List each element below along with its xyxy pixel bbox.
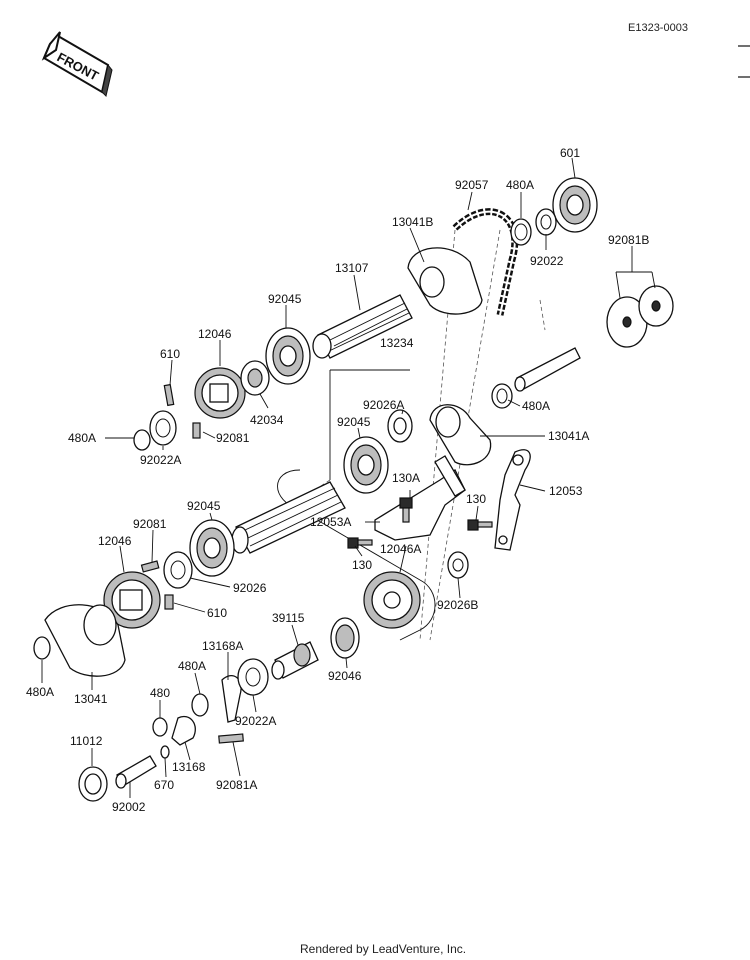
leader-lines [41, 157, 656, 798]
circlip-480a-right [491, 383, 513, 409]
part-label-92045-c: 92045 [187, 499, 221, 513]
part-label-11012: 11012 [70, 734, 103, 748]
part-label-12053a: 12053A [310, 515, 351, 529]
circlip-480a-bottom [33, 636, 51, 660]
part-label-92081b: 92081B [608, 233, 649, 247]
hub-42034 [240, 360, 270, 396]
circlip-480a-left [133, 429, 151, 451]
document-id: E1323-0003 [628, 22, 688, 34]
bearing-601 [552, 177, 598, 233]
gear-12046-lower [103, 571, 161, 629]
part-label-92026b: 92026B [437, 598, 478, 612]
part-label-92045-b: 92045 [337, 415, 371, 429]
spacer-92026a [387, 409, 413, 443]
footer-credit: Rendered by LeadVenture, Inc. [300, 942, 466, 956]
part-label-480a-left: 480A [68, 431, 96, 445]
front-arrow-icon: FRONT [41, 31, 113, 97]
circlip-480a-top [510, 218, 532, 246]
circlip-480 [152, 717, 168, 737]
needle-bearing-92046 [330, 617, 360, 659]
bolt-130-mid [347, 537, 373, 549]
part-label-12053: 12053 [549, 484, 583, 498]
part-label-92046: 92046 [328, 669, 362, 683]
part-label-130a: 130A [392, 471, 420, 485]
bolt-130a [399, 497, 413, 523]
part-label-12046-b: 12046 [98, 534, 132, 548]
sprocket-12046a [363, 571, 421, 629]
part-label-92081-b: 92081 [133, 517, 167, 531]
o-ring-670 [160, 745, 170, 759]
part-label-92022a-a: 92022A [140, 453, 181, 467]
part-label-39115: 39115 [272, 611, 305, 625]
part-label-92022: 92022 [530, 254, 564, 268]
part-label-13041a: 13041A [548, 429, 589, 443]
spacer-92026 [163, 551, 193, 589]
part-label-130-right: 130 [466, 492, 486, 506]
lever-12053 [494, 449, 531, 551]
spring-92081-lower [140, 560, 160, 573]
spring-92081-upper [192, 422, 201, 439]
part-label-13107: 13107 [335, 261, 369, 275]
washer-92022a-lower [237, 658, 269, 696]
washers-92081b [606, 285, 674, 348]
part-label-480a-bottom: 480A [26, 685, 54, 699]
part-label-480a-right: 480A [522, 399, 550, 413]
cam-13041a [429, 404, 492, 466]
pin-610-lower [164, 594, 174, 610]
drive-chain [452, 208, 519, 316]
part-label-610-b: 610 [207, 606, 227, 620]
washer-92022 [535, 208, 557, 236]
part-label-13168: 13168 [172, 760, 206, 774]
part-label-92057: 92057 [455, 178, 489, 192]
cam-13041b [407, 247, 483, 315]
part-label-12046a: 12046A [380, 542, 421, 556]
shaft-13234 [231, 481, 346, 554]
part-label-13168a: 13168A [202, 639, 243, 653]
pin-610-upper [163, 383, 175, 407]
circlip-480a-mid [191, 693, 209, 717]
bearing-92045-upper [265, 327, 311, 385]
washer-92026b [447, 551, 469, 579]
bearing-92045-middle [343, 436, 389, 494]
part-label-13041b: 13041B [392, 215, 433, 229]
shaft-92002 [115, 755, 157, 789]
gear-12046-upper [194, 367, 246, 419]
bearing-92045-lower [189, 519, 235, 577]
part-label-92081-a: 92081 [216, 431, 250, 445]
part-label-670: 670 [154, 778, 174, 792]
part-label-42034: 42034 [250, 413, 284, 427]
part-label-480: 480 [150, 686, 170, 700]
spring-92081a [218, 733, 244, 744]
part-label-92022a-b: 92022A [235, 714, 276, 728]
shaft-39115 [271, 641, 319, 680]
washer-92022a-upper [149, 410, 177, 446]
bracket-12053a [374, 455, 466, 541]
cover-13041 [44, 604, 126, 677]
pin-rod [514, 347, 581, 392]
part-label-12046-a: 12046 [198, 327, 232, 341]
part-label-92026a: 92026A [363, 398, 404, 412]
bolt-130-right [467, 519, 493, 531]
part-label-92045-a: 92045 [268, 292, 302, 306]
bushing-11012 [78, 766, 108, 802]
part-label-13041: 13041 [74, 692, 108, 706]
part-label-480a-mid: 480A [178, 659, 206, 673]
part-label-130-mid: 130 [352, 558, 372, 572]
part-label-610-a: 610 [160, 347, 180, 361]
part-label-480a-top: 480A [506, 178, 534, 192]
shaft-13107 [312, 294, 413, 359]
part-label-13234: 13234 [380, 336, 414, 350]
part-label-92002: 92002 [112, 800, 146, 814]
part-label-601: 601 [560, 146, 580, 160]
part-label-92026: 92026 [233, 581, 267, 595]
part-label-92081a: 92081A [216, 778, 257, 792]
plate-13168 [171, 715, 196, 746]
